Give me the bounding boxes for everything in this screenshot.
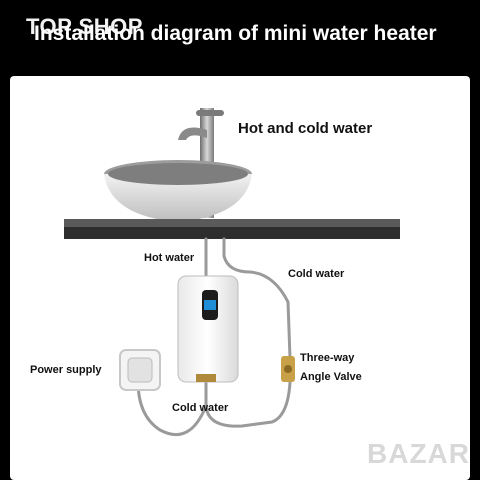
installation-diagram	[64, 108, 400, 436]
label-hot-and-cold-water: Hot and cold water	[238, 120, 373, 137]
power-cable	[136, 379, 208, 436]
diagram-panel: Hot and cold water Hot water Cold water …	[10, 76, 470, 480]
cold-water-lower-pipe	[204, 379, 292, 428]
label-three-way: Three-way	[300, 352, 355, 364]
bazar-watermark: BAZAR	[367, 438, 470, 469]
label-cold-water-lower: Cold water	[172, 402, 229, 414]
countertop	[64, 219, 400, 239]
label-power-supply: Power supply	[30, 364, 102, 376]
shop-watermark: TOP SHOP	[26, 14, 143, 39]
page-title: Installation diagram of mini water heate…	[34, 22, 437, 45]
header-bar: Installation diagram of mini water heate…	[0, 0, 480, 70]
sink-basin	[104, 160, 252, 222]
three-way-valve	[281, 356, 295, 382]
cold-water-upper-pipe	[222, 237, 292, 360]
label-angle-valve: Angle Valve	[300, 371, 362, 383]
power-socket	[119, 349, 161, 391]
water-heater	[177, 275, 239, 383]
label-cold-water-upper: Cold water	[288, 268, 345, 280]
label-hot-water: Hot water	[144, 252, 195, 264]
pipes	[136, 237, 292, 436]
